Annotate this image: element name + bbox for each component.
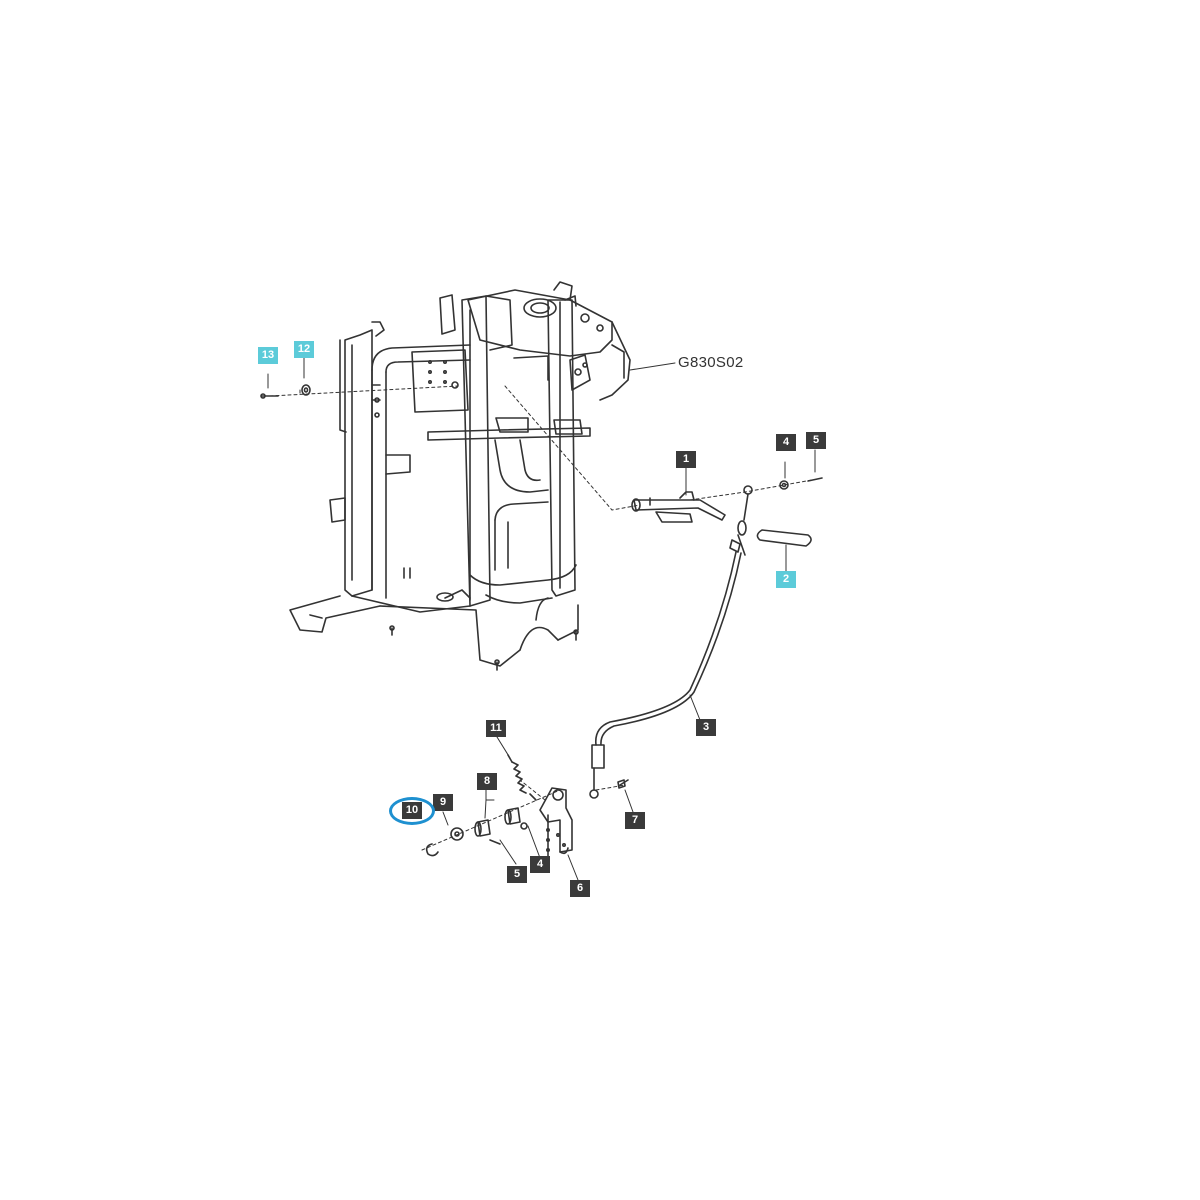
callout-3[interactable]: 3 [696,719,716,736]
pedal-linkage-parts [260,384,626,871]
callout-2[interactable]: 2 [776,571,796,588]
callout-5-bottom[interactable]: 5 [507,866,527,883]
seat-frame [289,281,631,671]
assembly-leader-lines [269,385,813,851]
callout-13[interactable]: 13 [258,347,278,364]
callout-7[interactable]: 7 [625,812,645,829]
reference-code-label: G830S02 [678,354,744,371]
callout-1[interactable]: 1 [676,451,696,468]
callout-4-top[interactable]: 4 [776,434,796,451]
throttle-cable [589,539,742,799]
callout-leader-lines [267,357,816,881]
callout-6[interactable]: 6 [570,880,590,897]
callout-11[interactable]: 11 [486,720,506,737]
callout-4-bottom[interactable]: 4 [530,856,550,873]
shift-lever-parts [631,477,823,556]
callout-8[interactable]: 8 [477,773,497,790]
highlight-ring-part-10 [389,797,435,825]
callout-12[interactable]: 12 [294,341,314,358]
callout-9[interactable]: 9 [433,794,453,811]
callout-5-top[interactable]: 5 [806,432,826,449]
